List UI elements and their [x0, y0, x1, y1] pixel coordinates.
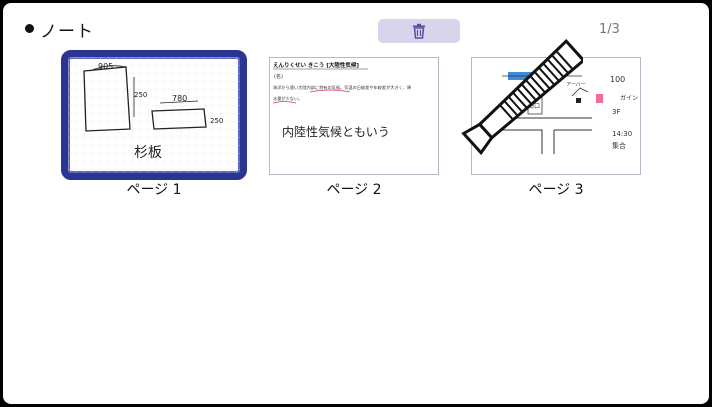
map-text-3: 3F — [612, 108, 620, 116]
trash-icon — [413, 23, 425, 39]
map-text-6: 集合 — [612, 141, 626, 150]
note-body-2: 水量が少ない。 — [273, 95, 302, 102]
app-window: ノート 1/3 905 250 — [3, 3, 709, 404]
page-label-2: ページ 2 — [326, 182, 382, 198]
map-text-1: 100 — [610, 75, 625, 84]
note-title: えんりくせい きこう [大陸性気候] — [273, 61, 359, 69]
delete-button[interactable] — [378, 19, 460, 43]
sketch-caption: 杉板 — [134, 145, 162, 161]
sketch-dim-2: 250 — [134, 91, 147, 99]
note-body-1: 海洋から遠い大陸内部に特有の気候。気温の日較差や年較差が大きく、降 — [273, 84, 412, 91]
page-thumbnail-2[interactable]: えんりくせい きこう [大陸性気候] (名) 海洋から遠い大陸内部に特有の気候。… — [269, 57, 439, 175]
bullet-icon — [25, 24, 34, 33]
sketch-dim-3: 780 — [172, 94, 187, 103]
sketch-dim-1: 905 — [98, 62, 113, 71]
map-text-5: 14:30 — [612, 130, 632, 138]
page-label-3: ページ 3 — [528, 182, 584, 198]
notebook-title: ノート — [40, 22, 94, 42]
map-text-7: 南口 — [528, 102, 540, 110]
note-sub: (名) — [274, 73, 283, 80]
map-text-4: アーバー — [566, 82, 586, 88]
note-drawing: えんりくせい きこう [大陸性気候] (名) 海洋から遠い大陸内部に特有の気候。… — [272, 61, 412, 139]
sketch-drawing: 905 250 780 250 杉板 — [68, 57, 240, 173]
stylus-pen-icon — [461, 38, 583, 156]
map-text-2: ガイン — [620, 94, 638, 102]
page-label-1: ページ 1 — [126, 182, 182, 198]
sketch-dim-4: 250 — [210, 117, 223, 125]
page-thumbnail-1[interactable]: 905 250 780 250 杉板 — [61, 50, 247, 180]
header: ノート 1/3 — [3, 3, 709, 53]
page-counter: 1/3 — [599, 22, 620, 37]
note-handwriting: 内陸性気候ともいう — [282, 124, 390, 139]
